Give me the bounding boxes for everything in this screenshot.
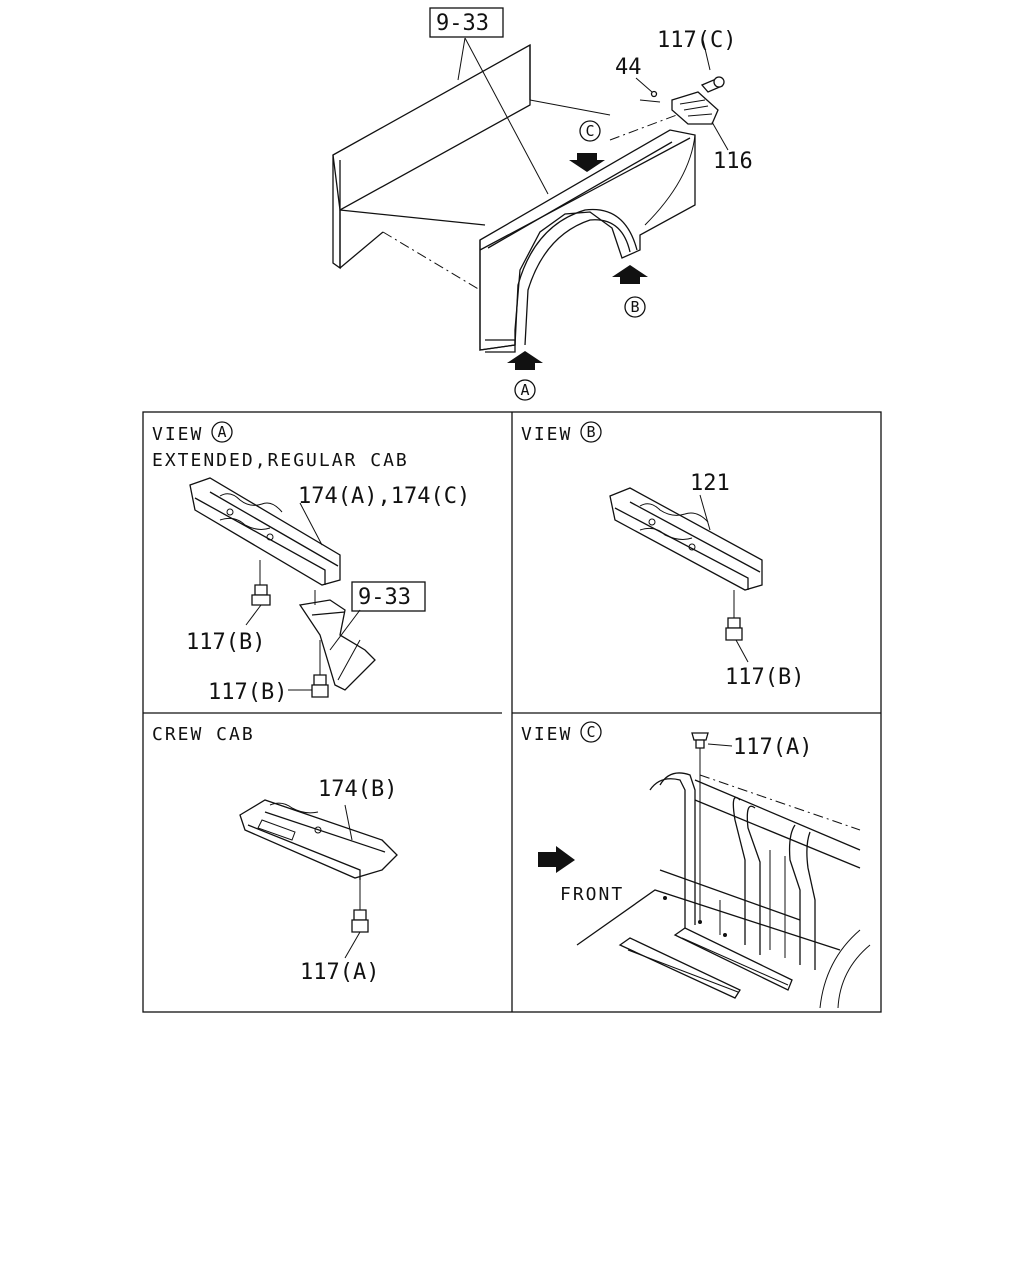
panel-b-letter-circle [580,421,602,443]
panel-view-b: VIEW B 121 117(B) [521,421,804,690]
view-a-marker-letter: A [520,381,529,399]
panel-a-subtitle: EXTENDED,REGULAR CAB [152,450,409,471]
view-c-marker-letter: C [585,122,594,140]
panel-a-part-117b-1: 117(B) [186,630,265,655]
panel-b-view-letter: B [586,423,595,441]
panel-a-part-117b-2: 117(B) [208,680,287,705]
panel-a-letter-circle [211,421,233,443]
panel-c-front-label: FRONT [560,884,624,905]
panel-view-a: VIEW A EXTENDED,REGULAR CAB 174(A),174(C… [152,421,470,705]
view-b-marker-circle [624,296,646,318]
panel-c-view-word: VIEW [521,724,572,745]
panel-crew-cab: CREW CAB 174(B) 117(A) [152,724,398,985]
panel-b-view-word: VIEW [521,424,572,445]
arrow-b [612,265,648,284]
panel-a-view-word: VIEW [152,424,203,445]
view-c-marker-circle [579,120,601,142]
panel-b-part-121: 121 [690,471,730,496]
part-label-116: 116 [713,149,753,174]
panel-crew-part-117a: 117(A) [300,960,379,985]
panel-crew-part-174b: 174(B) [318,777,397,802]
detail-panel-grid [142,411,882,1013]
panel-a-ref-box [351,581,426,612]
part-label-117c: 117(C) [657,28,736,53]
ref-box-top [429,7,504,38]
panel-view-c: VIEW C 117(A) [521,721,871,1009]
panel-c-view-letter: C [586,723,595,741]
panel-a-part-174: 174(A),174(C) [298,484,470,509]
panel-a-view-letter: A [217,423,226,441]
front-arrow-icon [538,846,575,873]
panel-c-letter-circle [580,721,602,743]
arrow-a [507,351,543,370]
arrow-c [569,153,605,172]
part-label-44: 44 [615,55,642,80]
panel-c-part-117a: 117(A) [733,735,812,760]
view-a-marker-circle [514,379,536,401]
panel-b-part-117b: 117(B) [725,665,804,690]
panel-crew-title: CREW CAB [152,724,255,745]
truck-bed-illustration [332,37,729,370]
ref-label-top: 9-33 [436,11,489,36]
view-b-marker-letter: B [630,298,639,316]
panel-a-ref: 9-33 [358,585,411,610]
